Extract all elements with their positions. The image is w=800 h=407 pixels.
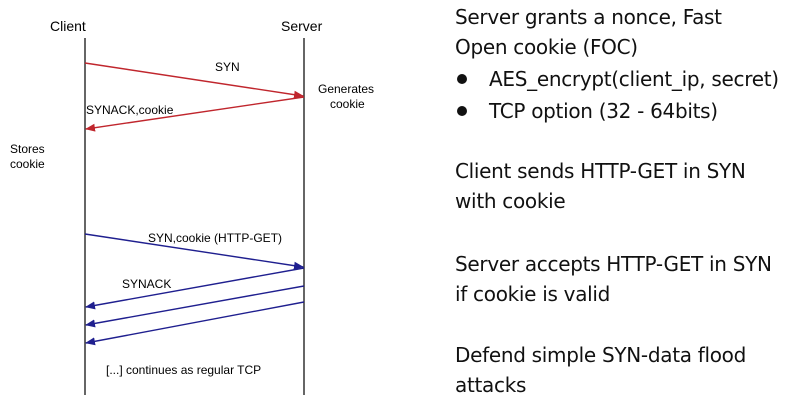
- bullet-text: AES_encrypt(client_ip, secret): [489, 67, 779, 91]
- continues-label: [...] continues as regular TCP: [106, 363, 262, 377]
- syn-cookie-arrow: [84, 233, 304, 270]
- syn-arrow: [84, 62, 304, 99]
- server-note-line1: Server accepts HTTP-GET in SYN: [455, 252, 772, 276]
- bullet-item: AES_encrypt(client_ip, secret): [457, 64, 779, 94]
- server-note-line2: if cookie is valid: [455, 282, 611, 306]
- synack-cookie-arrow: [85, 96, 305, 132]
- defend-note-line2: attacks: [455, 373, 527, 397]
- syn-label: SYN: [215, 60, 240, 74]
- synack-label: SYNACK: [122, 277, 172, 291]
- stores-label-line2: cookie: [10, 157, 45, 171]
- synack-arrow: [85, 267, 305, 310]
- generates-label-line2: cookie: [330, 97, 365, 111]
- data-arrow-1: [85, 285, 305, 328]
- syn-cookie-label: SYN,cookie (HTTP-GET): [148, 231, 283, 245]
- synack-cookie-label: SYNACK,cookie: [86, 103, 174, 117]
- sequence-lines: [84, 38, 305, 395]
- defend-note-line1: Defend simple SYN-data flood: [455, 343, 747, 367]
- bullet-icon: [457, 106, 467, 116]
- server-label: Server: [281, 18, 323, 34]
- bullet-item: TCP option (32 - 64bits): [457, 96, 718, 126]
- bullet-text: TCP option (32 - 64bits): [489, 99, 718, 123]
- client-note-line2: with cookie: [455, 189, 566, 213]
- client-note-line1: Client sends HTTP-GET in SYN: [455, 159, 746, 183]
- generates-label-line1: Generates: [318, 82, 375, 96]
- notes-line1: Server grants a nonce, Fast: [455, 5, 722, 29]
- bullet-icon: [457, 74, 467, 84]
- data-arrow-2: [85, 301, 305, 346]
- tcp-fast-open-sequence-diagram: Client Server SYN Generates cookie SYNAC…: [10, 18, 375, 395]
- stores-label-line1: Stores: [10, 142, 45, 156]
- notes-panel: Server grants a nonce, Fast Open cookie …: [455, 0, 800, 407]
- notes-line2: Open cookie (FOC): [455, 35, 638, 59]
- client-label: Client: [50, 18, 86, 34]
